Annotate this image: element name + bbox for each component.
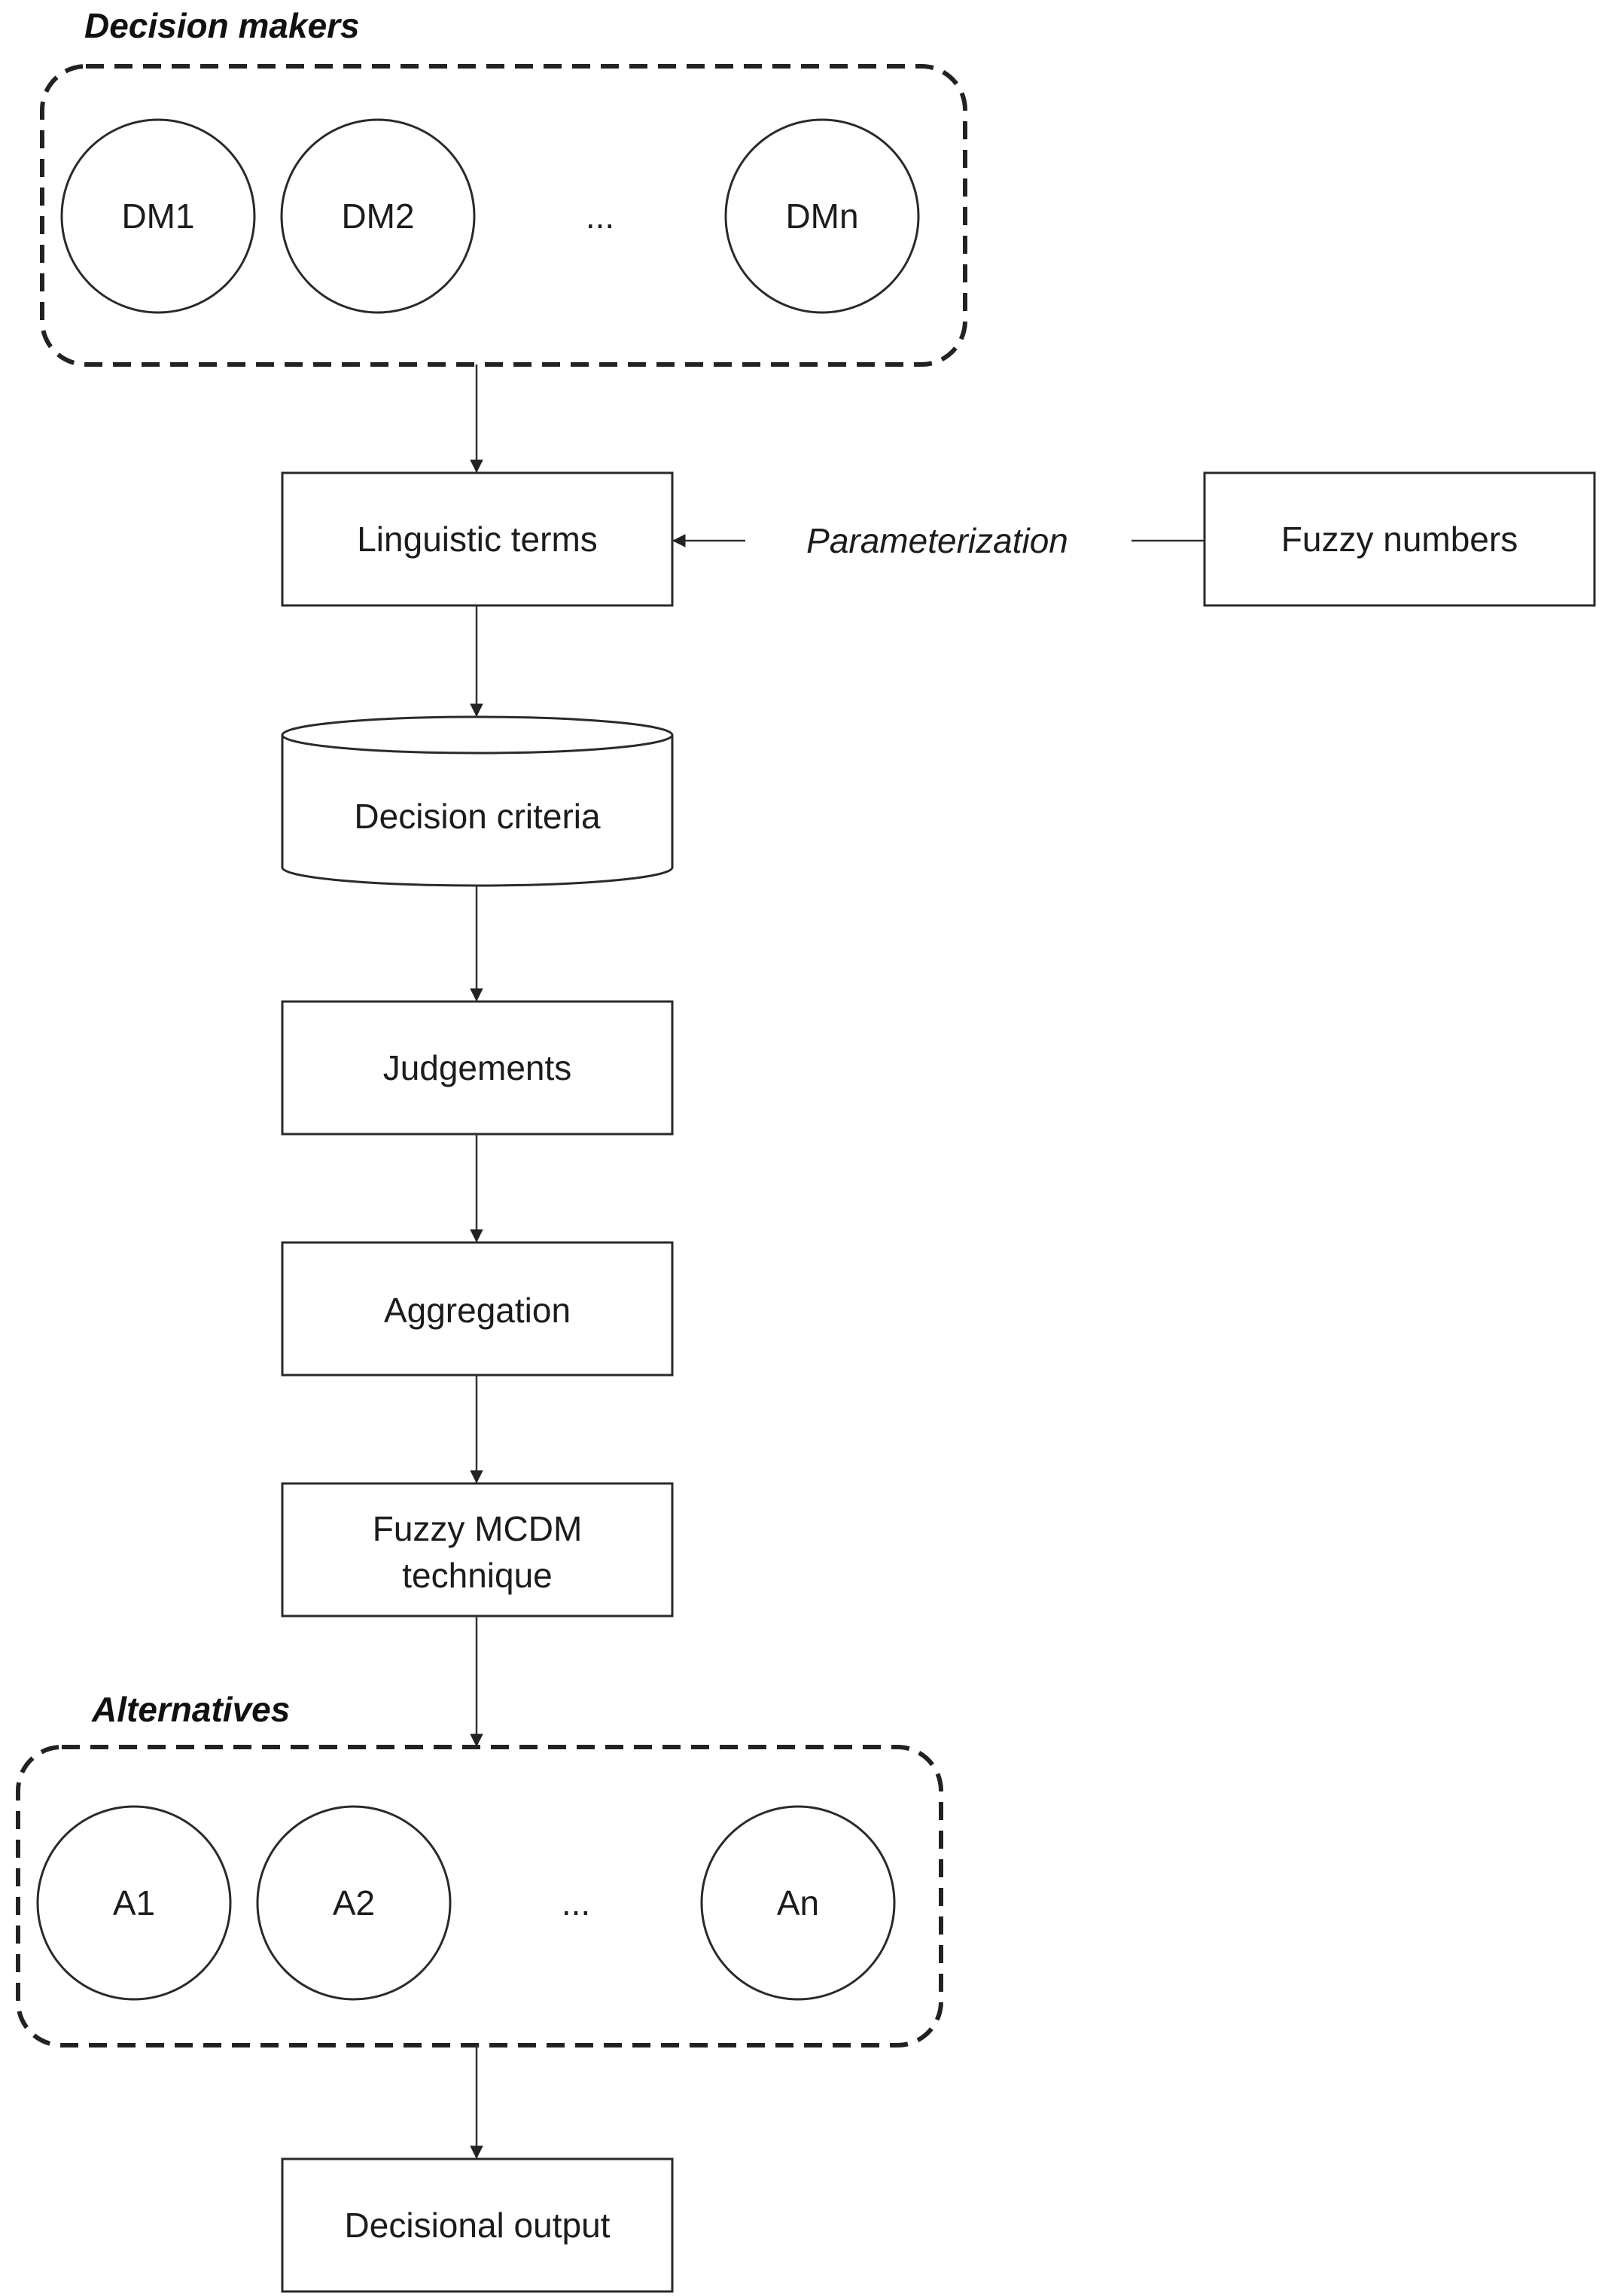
dmn-circle: [724, 118, 920, 314]
linguistic-terms-box: [281, 471, 674, 607]
an-label: An: [777, 1883, 819, 1922]
fuzzy-numbers-label: Fuzzy numbers: [1281, 520, 1518, 559]
a2-label: A2: [333, 1883, 375, 1922]
fuzzy-mcdm-label-line1: Fuzzy MCDM: [373, 1509, 583, 1548]
a1-circle: [36, 1805, 232, 2001]
alternatives-ellipsis: ...: [562, 1883, 590, 1922]
dmn-label: DMn: [785, 197, 858, 236]
decision-criteria-label: Decision criteria: [354, 797, 601, 836]
decision-makers-title: Decision makers: [84, 6, 360, 45]
alternatives-group: [16, 1745, 943, 2047]
decision-makers-group: [40, 64, 967, 367]
an-circle: [700, 1805, 896, 2001]
dm1-label: DM1: [121, 197, 194, 236]
linguistic-terms-label: Linguistic terms: [357, 520, 598, 559]
judgements-label: Judgements: [383, 1048, 572, 1087]
decision-criteria-cylinder-top: [281, 715, 674, 755]
fuzzy-mcdm-label-line2: technique: [402, 1556, 553, 1595]
a1-label: A1: [113, 1883, 155, 1922]
alternatives-title: Alternatives: [91, 1690, 290, 1729]
dm-ellipsis: ...: [586, 197, 614, 236]
decisional-output-label: Decisional output: [345, 2206, 611, 2245]
aggregation-box: [281, 1241, 674, 1377]
dm2-circle: [280, 118, 476, 314]
dm1-circle: [60, 118, 256, 314]
fuzzy-mcdm-box: [281, 1482, 674, 1618]
a2-circle: [256, 1805, 452, 2001]
parameterization-label: Parameterization: [806, 521, 1068, 560]
decision-criteria-cylinder: [281, 735, 674, 887]
aggregation-label: Aggregation: [384, 1291, 571, 1330]
fuzzy-numbers-box: [1203, 471, 1596, 607]
decisional-output-box: [281, 2157, 674, 2293]
dm2-label: DM2: [341, 197, 414, 236]
